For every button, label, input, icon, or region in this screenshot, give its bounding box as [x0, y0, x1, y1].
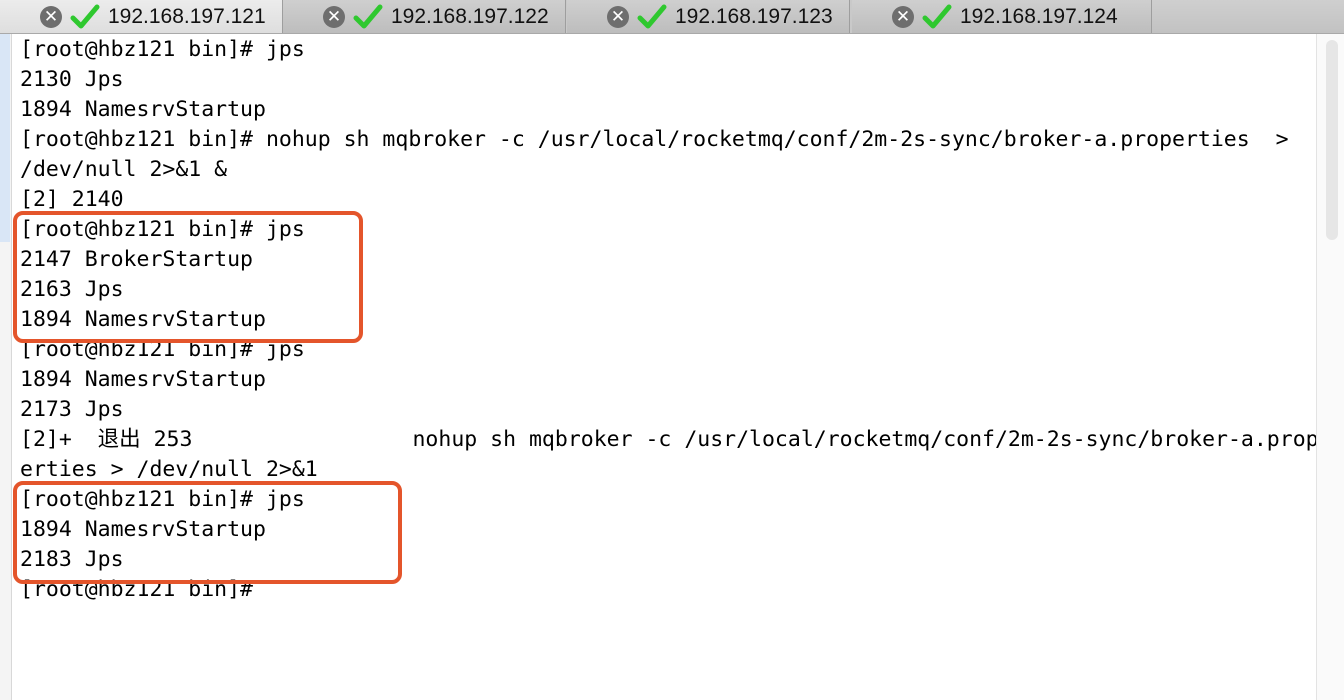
tab-192-168-197-124[interactable]: ✕ 192.168.197.124: [852, 0, 1152, 33]
terminal-line: [root@hbz121 bin]# jps: [20, 37, 305, 62]
scrollbar-thumb[interactable]: [1326, 40, 1338, 240]
terminal-line: 2173 Jps: [20, 397, 124, 422]
terminal-line: 1894 NamesrvStartup: [20, 517, 266, 542]
tab-192-168-197-121[interactable]: ✕ 192.168.197.121: [0, 0, 283, 33]
close-icon[interactable]: ✕: [40, 5, 62, 28]
terminal-line: [root@hbz121 bin]# nohup sh mqbroker -c …: [20, 127, 1289, 152]
terminal-line: 2130 Jps: [20, 67, 124, 92]
checkmark-icon: [353, 4, 383, 28]
close-icon[interactable]: ✕: [607, 5, 629, 28]
terminal-line: 2147 BrokerStartup: [20, 247, 253, 272]
tab-label: 192.168.197.122: [391, 4, 549, 28]
terminal-line: /dev/null 2>&1 &: [20, 157, 228, 182]
checkmark-icon: [637, 4, 667, 28]
selection-marker: [0, 34, 10, 242]
close-icon[interactable]: ✕: [892, 5, 914, 28]
tab-192-168-197-123[interactable]: ✕ 192.168.197.123: [567, 0, 850, 33]
terminal-line: 1894 NamesrvStartup: [20, 97, 266, 122]
terminal-line: 1894 NamesrvStartup: [20, 367, 266, 392]
tab-bar-empty-area: [1152, 0, 1344, 33]
tab-label: 192.168.197.124: [960, 4, 1118, 28]
tab-192-168-197-122[interactable]: ✕ 192.168.197.122: [283, 0, 566, 33]
terminal-line: [root@hbz121 bin]#: [20, 577, 253, 602]
terminal-line: [2]+ 退出 253 nohup sh mqbroker -c /usr/lo…: [20, 427, 1316, 452]
terminal-line: [root@hbz121 bin]# jps: [20, 217, 305, 242]
terminal-output[interactable]: [root@hbz121 bin]# jps 2130 Jps 1894 Nam…: [20, 35, 1316, 695]
close-icon[interactable]: ✕: [323, 5, 345, 28]
terminal-line: 1894 NamesrvStartup: [20, 307, 266, 332]
tab-label: 192.168.197.121: [108, 4, 266, 28]
terminal-line: [2] 2140: [20, 187, 124, 212]
terminal-line: [root@hbz121 bin]# jps: [20, 487, 305, 512]
terminal-line: erties > /dev/null 2>&1: [20, 457, 318, 482]
terminal-line: [root@hbz121 bin]# jps: [20, 337, 305, 362]
tab-label: 192.168.197.123: [675, 4, 833, 28]
terminal-line: 2163 Jps: [20, 277, 124, 302]
checkmark-icon: [922, 4, 952, 28]
tab-bar: ✕ 192.168.197.121 ✕ 192.168.197.122 ✕ 19…: [0, 0, 1344, 34]
terminal-line: 2183 Jps: [20, 547, 124, 572]
checkmark-icon: [70, 4, 100, 28]
